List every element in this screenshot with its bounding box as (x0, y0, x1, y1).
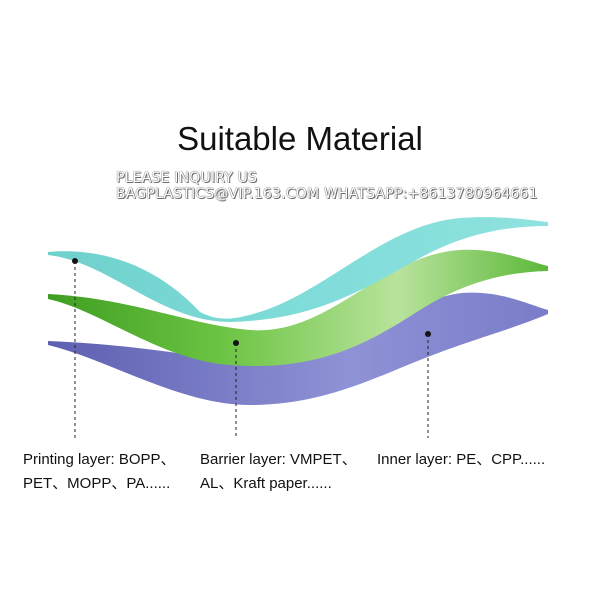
page-title: Suitable Material (177, 120, 423, 157)
watermark-line-1: PLEASE INQUIRY US (116, 170, 258, 186)
barrier-layer-sheet (48, 249, 548, 367)
printing-layer-sheet (48, 217, 548, 322)
printing-layer-label-line-2: PET、MOPP、PA...... (23, 475, 171, 492)
inner-layer-label-line-1: Inner layer: PE、CPP...... (377, 451, 546, 468)
printing-layer-label: Printing layer: BOPP、 PET、MOPP、PA...... (23, 448, 176, 496)
inner-layer-label: Inner layer: PE、CPP...... (377, 448, 545, 472)
barrier-layer-label-line-2: AL、Kraft paper...... (200, 475, 332, 492)
printing-layer-label-line-1: Printing layer: BOPP、 (23, 451, 176, 468)
inner-layer-sheet (48, 292, 548, 405)
barrier-layer-label-line-1: Barrier layer: VMPET、 (200, 451, 357, 468)
watermark-line-2: BAGPLASTICS@VIP.163.COM WHATSAPP:+861378… (116, 186, 538, 202)
barrier-layer-label: Barrier layer: VMPET、 AL、Kraft paper....… (200, 448, 357, 496)
